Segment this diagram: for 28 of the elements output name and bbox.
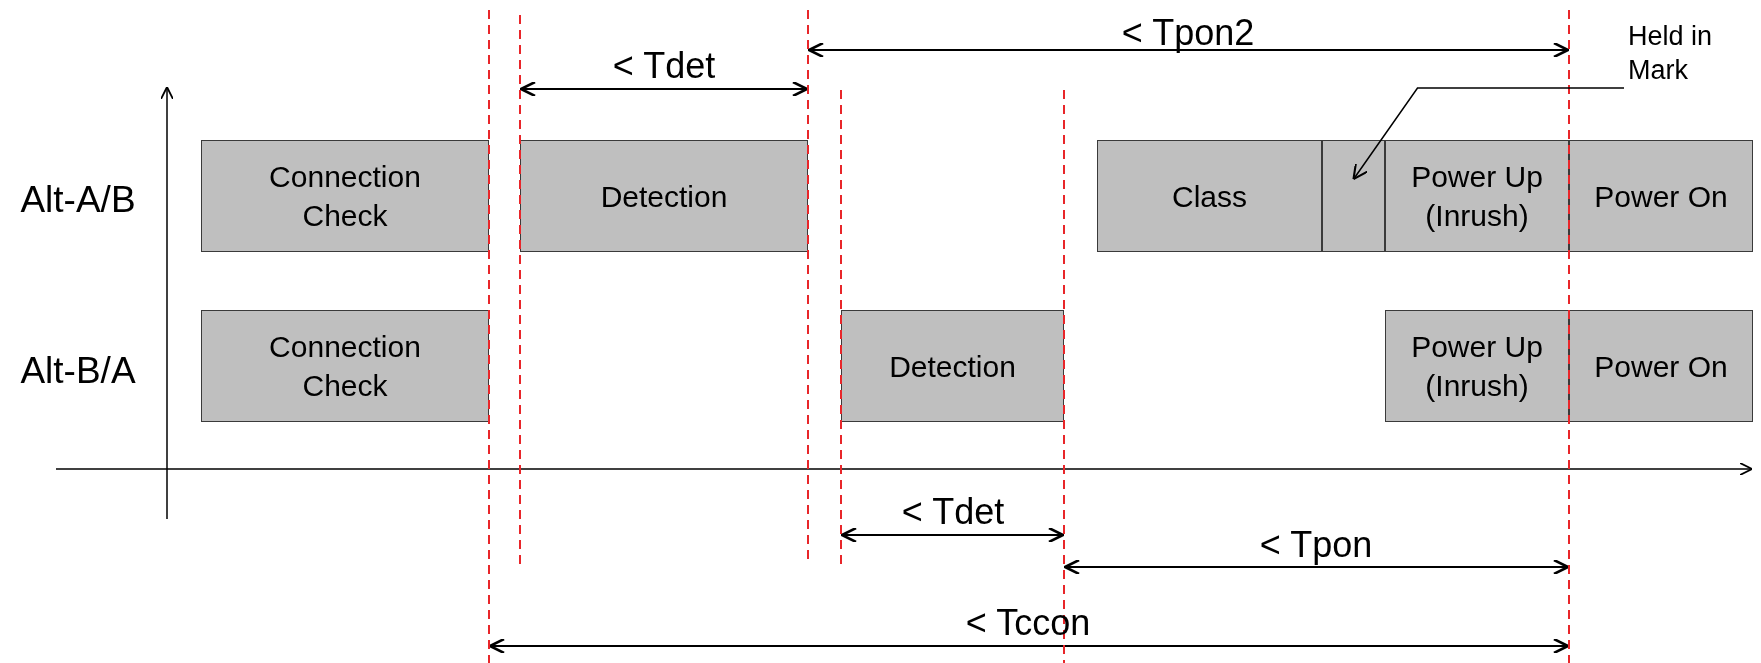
phase-label: Power Up (Inrush) (1410, 329, 1544, 404)
phase-box (201, 310, 489, 422)
phase-box (1385, 310, 1569, 422)
phase-box (1569, 140, 1753, 252)
phase-label: Connection Check (268, 329, 422, 404)
dim-label: < Tccon (965, 602, 1091, 644)
phase-box (520, 140, 808, 252)
phase-label: Detection (889, 348, 1016, 385)
dim-label: < Tpon (1259, 524, 1373, 566)
phase-box (1569, 310, 1753, 422)
phase-label: Power Up (Inrush) (1410, 159, 1544, 234)
dim-label: < Tpon2 (1121, 12, 1255, 54)
dim-label: < Tdet (612, 45, 716, 87)
phase-label: Power On (1594, 348, 1728, 385)
phase-box (1322, 140, 1385, 252)
phase-label: Detection (600, 178, 728, 215)
row-label: Alt-B/A (20, 350, 136, 392)
dim-label: < Tdet (901, 491, 1005, 533)
phase-box (1097, 140, 1322, 252)
phase-label: Connection Check (268, 159, 422, 234)
phase-box (1385, 140, 1569, 252)
leader-line (1352, 87, 1625, 181)
callout-text: Held in Mark (1628, 20, 1714, 87)
phase-box (841, 310, 1064, 422)
phase-box (201, 140, 489, 252)
row-label: Alt-A/B (20, 179, 136, 221)
phase-label: Power On (1594, 178, 1728, 215)
phase-label: Class (1172, 178, 1247, 215)
